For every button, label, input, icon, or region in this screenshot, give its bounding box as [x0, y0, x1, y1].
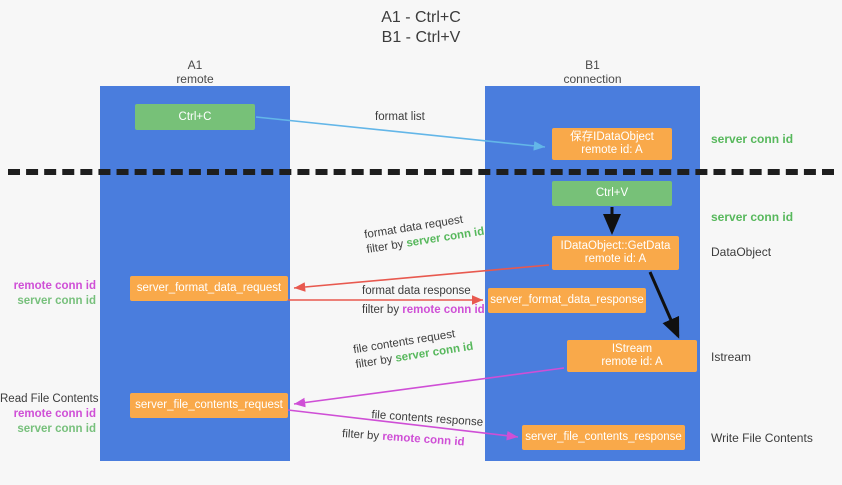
filter-target-remote-conn-id: remote conn id	[402, 304, 485, 316]
phase-divider-dashed-line	[8, 169, 834, 175]
lane-a1-role: remote	[176, 72, 214, 86]
annotation-format-data-request: format data request filter by server con…	[363, 210, 485, 258]
left-label-remote-conn-id-1: remote conn id	[13, 280, 96, 292]
node-server-file-contents-response-label: server_file_contents_response	[525, 431, 682, 443]
title-line-1: A1 - Ctrl+C	[381, 9, 461, 26]
node-save-idataobject[interactable]: 保存IDataObject remote id: A	[552, 128, 672, 160]
annotation-file-contents-response-text: file contents response	[371, 408, 484, 429]
node-save-idataobject-line1: 保存IDataObject	[570, 131, 654, 143]
left-label-group-2: Read File Contents remote conn id server…	[0, 392, 99, 437]
left-label-server-conn-id-1: server conn id	[17, 295, 96, 307]
right-label-write-file-contents: Write File Contents	[711, 431, 813, 445]
node-server-format-data-request[interactable]: server_format_data_request	[130, 276, 288, 301]
right-label-server-conn-id-2: server conn id	[711, 210, 794, 224]
node-server-format-data-request-label: server_format_data_request	[136, 282, 282, 294]
node-getdata-line2: remote id: A	[584, 253, 647, 265]
node-getdata-line1: IDataObject::GetData	[560, 240, 671, 252]
node-istream-line2: remote id: A	[601, 356, 663, 368]
right-label-istream: Istream	[711, 350, 752, 364]
right-label-server-conn-id-1: server conn id	[711, 132, 794, 146]
left-label-server-conn-id-2: server conn id	[17, 423, 96, 435]
node-ctrl-v-label: Ctrl+V	[595, 187, 629, 199]
annotation-file-contents-response-filter: filter by remote conn id	[342, 427, 483, 452]
left-label-read-file-contents: Read File Contents	[0, 393, 99, 405]
lane-header-b1: B1 connection	[485, 58, 700, 86]
node-server-format-data-response[interactable]: server_format_data_response	[488, 288, 646, 313]
diagram-title: A1 - Ctrl+C B1 - Ctrl+V	[0, 8, 842, 48]
lane-a1-name: A1	[187, 58, 203, 72]
node-save-idataobject-line2: remote id: A	[581, 144, 643, 156]
node-ctrl-v[interactable]: Ctrl+V	[552, 181, 672, 206]
node-istream-line1: IStream	[611, 343, 653, 355]
node-server-file-contents-request-label: server_file_contents_request	[135, 399, 283, 411]
annotation-format-data-response-text: format data response	[362, 285, 471, 297]
lane-header-a1: A1 remote	[100, 58, 290, 86]
annotation-format-data-response: format data response filter by remote co…	[362, 284, 485, 318]
left-label-group-1: remote conn id server conn id	[0, 279, 96, 309]
node-ctrl-c[interactable]: Ctrl+C	[135, 104, 255, 130]
node-ctrl-c-label: Ctrl+C	[178, 110, 212, 123]
node-idataobject-getdata[interactable]: IDataObject::GetData remote id: A	[552, 236, 679, 270]
annotation-file-contents-response: file contents response filter by remote …	[342, 408, 484, 452]
title-line-2: B1 - Ctrl+V	[381, 29, 461, 46]
lane-b1-name: B1	[585, 58, 600, 72]
node-istream[interactable]: IStream remote id: A	[567, 340, 697, 372]
node-server-file-contents-response[interactable]: server_file_contents_response	[522, 425, 685, 450]
filter-prefix: filter by	[341, 427, 383, 443]
node-server-file-contents-request[interactable]: server_file_contents_request	[130, 393, 288, 418]
left-label-remote-conn-id-2: remote conn id	[13, 408, 96, 420]
right-label-dataobject: DataObject	[711, 245, 772, 259]
annotation-format-list: format list	[375, 110, 425, 125]
annotation-format-data-response-filter: filter by remote conn id	[362, 303, 485, 318]
lane-b1-role: connection	[563, 72, 622, 86]
annotation-format-list-text: format list	[375, 111, 425, 123]
node-server-format-data-response-label: server_format_data_response	[490, 294, 644, 306]
filter-prefix: filter by	[362, 304, 403, 316]
annotation-file-contents-request: file contents request filter by server c…	[352, 325, 474, 373]
filter-target-remote-conn-id: remote conn id	[381, 430, 465, 449]
